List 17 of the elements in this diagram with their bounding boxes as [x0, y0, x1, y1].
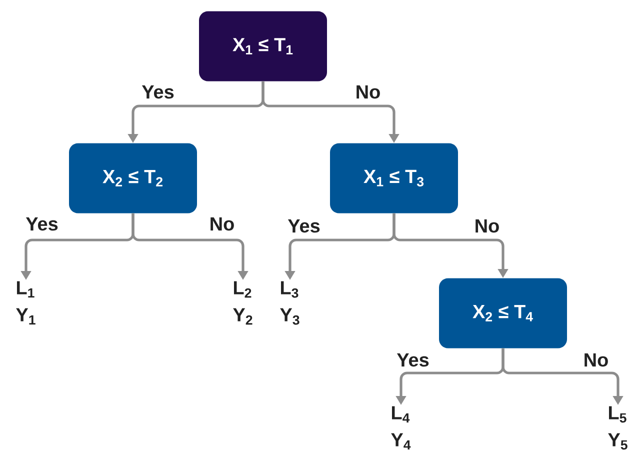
edge-label: No — [354, 84, 382, 100]
decision-box: X$_{2}$ ≤ T$_{2}$ — [69, 143, 197, 214]
decision-box: X$_{2}$ ≤ T$_{4}$ — [439, 278, 567, 348]
edge-label: No — [582, 352, 610, 368]
leaf-label: L$_{4}$ Y$_{4}$ — [391, 406, 411, 450]
edge-label: No — [208, 216, 236, 232]
leaf-label: L$_{2}$ Y$_{2}$ — [233, 281, 252, 325]
leaf-label: L$_{1}$ Y$_{1}$ — [16, 281, 36, 324]
decision-box: X$_{1}$ ≤ T$_{3}$ — [330, 143, 458, 214]
edge-label: Yes — [24, 216, 60, 232]
edge-label: Yes — [140, 84, 176, 100]
leaf-label: L$_{3}$ Y$_{3}$ — [280, 281, 300, 325]
edge-label: No — [473, 218, 501, 234]
leaf-label: L$_{5}$ Y$_{5}$ — [608, 406, 628, 450]
edge-label: Yes — [396, 352, 430, 368]
decision-box: X$_{1}$ ≤ T$_{1}$ — [199, 11, 327, 82]
edge-label: Yes — [286, 218, 322, 234]
